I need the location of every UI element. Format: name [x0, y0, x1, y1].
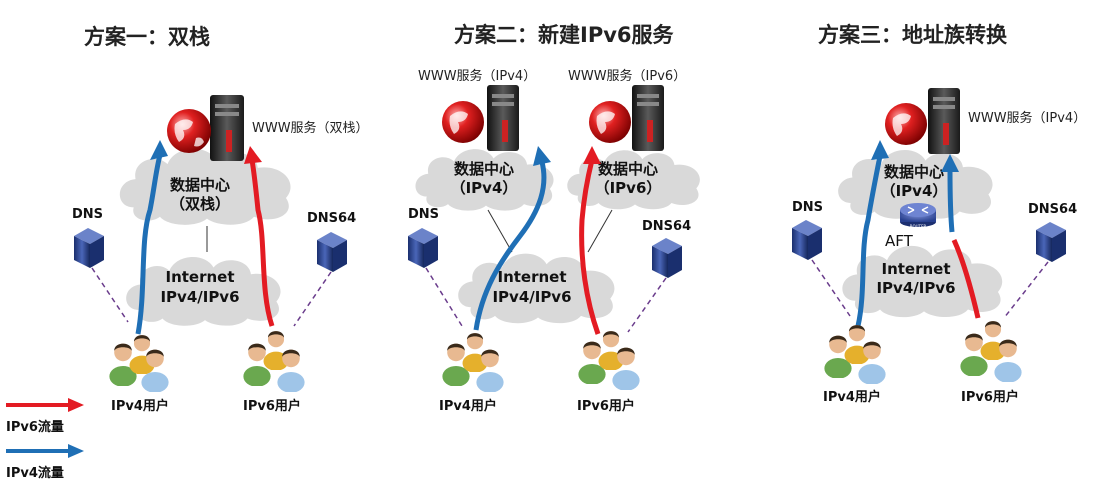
scheme3-datacenter-label: 数据中心: [884, 163, 944, 181]
scheme1-server: [167, 95, 244, 161]
scheme1-dns-dashed-link: [91, 267, 129, 323]
scheme2-ipv4-users-icon: [442, 333, 504, 392]
scheme2-title: 方案二：新建IPv6服务: [454, 23, 675, 47]
scheme3-group: 方案三：地址族转换 数据中心 （IPv4） WWW服务（IPv4） ROUTER…: [792, 23, 1086, 405]
scheme3-internet-label: Internet: [881, 260, 950, 278]
scheme3-ipv6-flow-arrow: [951, 238, 981, 319]
scheme2-link-left: [487, 209, 513, 253]
scheme3-ipv4-flow-arrow: [855, 155, 883, 327]
scheme3-server-label: WWW服务（IPv4）: [968, 110, 1086, 126]
scheme3-dns-server-icon: [792, 220, 822, 260]
scheme2-server-left-label: WWW服务（IPv4）: [418, 68, 536, 84]
scheme1-dns64-label: DNS64: [307, 211, 356, 226]
scheme3-datacenter-type: （IPv4）: [881, 182, 948, 200]
scheme2-dns64-dashed-link: [627, 277, 667, 333]
scheme2-datacenter-right-type: （IPv6）: [595, 179, 662, 197]
scheme2-internet-label: Internet: [497, 268, 566, 286]
scheme1-internet-label: Internet: [165, 268, 234, 286]
globe-icon: [589, 101, 631, 143]
scheme3-ipv4-users-icon: [824, 325, 886, 384]
scheme3-dns64-label: DNS64: [1028, 202, 1077, 217]
scheme3-dns64-dashed-link: [1003, 261, 1049, 319]
scheme1-ipv4-flow-arrow: [135, 154, 163, 335]
scheme1-dns64-server-icon: [317, 232, 347, 272]
globe-icon: [885, 103, 927, 145]
scheme3-aft-label: AFT: [885, 232, 914, 250]
scheme2-ipv6-user-label: IPv6用户: [577, 398, 635, 414]
scheme3-dns-dashed-link: [811, 259, 851, 317]
scheme2-server-right-label: WWW服务（IPv6）: [568, 68, 686, 84]
scheme1-ipv4-user-label: IPv4用户: [111, 398, 169, 414]
scheme3-translated-ipv4-flow-arrow: [947, 169, 955, 233]
scheme3-router-text: ROUTER: [910, 224, 927, 229]
scheme2-dns-server-icon: [408, 228, 438, 268]
scheme3-server: [885, 88, 960, 154]
scheme2-datacenter-right-label: 数据中心: [598, 160, 658, 178]
scheme2-internet-protocol: IPv4/IPv6: [492, 288, 571, 306]
scheme1-dns-server-icon: [74, 228, 104, 268]
globe-icon: [442, 101, 484, 143]
scheme2-server-right: [589, 85, 664, 151]
scheme1-dns-label: DNS: [72, 207, 103, 222]
scheme2-server-left: [442, 85, 519, 151]
scheme2-ipv6-flow-arrow: [579, 159, 601, 335]
legend-ipv6-label: IPv6流量: [6, 419, 64, 435]
scheme2-ipv4-user-label: IPv4用户: [439, 398, 497, 414]
scheme3-title: 方案三：地址族转换: [818, 23, 1008, 47]
scheme1-group: 方案一：双栈 数据中心 （双栈） WWW服务（双栈） Internet IPv4…: [72, 25, 369, 414]
scheme2-datacenter-left-label: 数据中心: [454, 160, 514, 178]
scheme1-ipv6-users-icon: [243, 331, 305, 392]
scheme1-datacenter-type: （双栈）: [170, 195, 230, 213]
scheme1-title: 方案一：双栈: [84, 25, 210, 49]
legend-ipv4-label: IPv4流量: [6, 465, 64, 481]
scheme3-router-icon: ROUTER: [900, 203, 936, 229]
scheme2-datacenter-left-type: （IPv4）: [451, 179, 518, 197]
scheme2-dns64-server-icon: [652, 238, 682, 278]
scheme1-datacenter-label: 数据中心: [170, 176, 230, 194]
scheme2-dns-dashed-link: [425, 267, 463, 327]
scheme1-server-label: WWW服务（双栈）: [252, 120, 369, 136]
scheme1-ipv4-users-icon: [109, 335, 169, 392]
scheme1-ipv6-flow-arrow: [249, 159, 275, 327]
scheme3-ipv6-user-label: IPv6用户: [961, 389, 1019, 405]
scheme2-dns-label: DNS: [408, 207, 439, 222]
scheme1-ipv6-user-label: IPv6用户: [243, 398, 301, 414]
scheme3-ipv4-user-label: IPv4用户: [823, 389, 881, 405]
scheme3-dns64-server-icon: [1036, 222, 1066, 262]
legend: IPv6流量 IPv4流量: [6, 398, 84, 481]
scheme3-ipv6-users-icon: [960, 321, 1022, 382]
scheme3-dns-label: DNS: [792, 200, 823, 215]
globe-icon: [167, 109, 211, 153]
scheme2-dns64-label: DNS64: [642, 219, 691, 234]
scheme3-internet-protocol: IPv4/IPv6: [876, 279, 955, 297]
scheme2-ipv6-users-icon: [578, 331, 640, 390]
scheme2-link-right: [587, 209, 613, 253]
scheme1-internet-protocol: IPv4/IPv6: [160, 288, 239, 306]
scheme1-dns64-dashed-link: [293, 271, 332, 327]
scheme2-ipv4-flow-arrow: [473, 161, 547, 331]
scheme2-group: 方案二：新建IPv6服务 WWW服务（IPv4） WWW服务（IPv6） 数据中…: [408, 23, 700, 414]
